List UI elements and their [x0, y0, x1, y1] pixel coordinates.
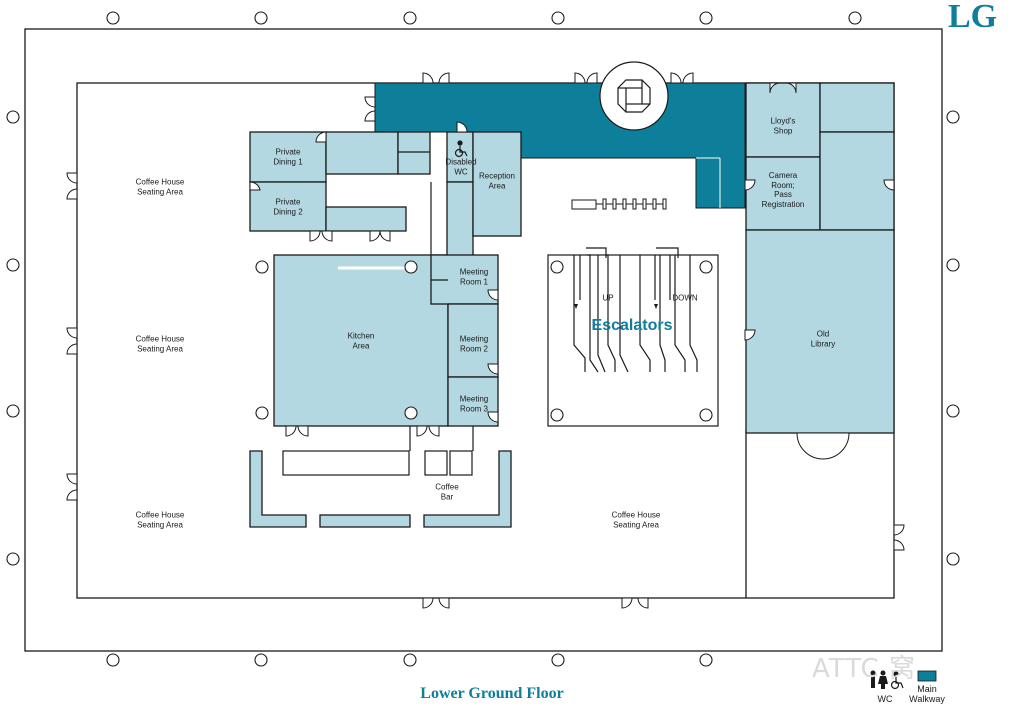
- legend-walkway-label: Main Walkway: [909, 684, 945, 704]
- column-icon: [550, 260, 564, 274]
- column-icon: [699, 408, 713, 422]
- legend-wc-label: WC: [877, 694, 893, 704]
- label-disabled-wc: Disabled WC: [445, 157, 477, 177]
- watermark: ATTC 窝: [812, 654, 916, 684]
- label-meeting-room-3: Meeting Room 3: [459, 394, 489, 414]
- bar-back-counter: [282, 450, 410, 476]
- label-reception-area: Reception Area: [478, 171, 516, 191]
- floor-title: Lower Ground Floor: [420, 685, 564, 702]
- label-meeting-room-2: Meeting Room 2: [459, 334, 489, 354]
- escalator-up-label: UP: [602, 293, 614, 303]
- room-east: [819, 131, 895, 231]
- label-camera-room: Camera Room; Pass Registration: [761, 171, 805, 209]
- escalators-title: Escalators: [591, 317, 673, 334]
- label-coffee-bar: Coffee Bar: [435, 482, 459, 502]
- label-coffee-house-3: Coffee House Seating Area: [135, 510, 185, 530]
- room-corridor-strip: [325, 206, 407, 232]
- door-icons: [66, 72, 905, 609]
- escalator-down-arrows: [574, 304, 658, 309]
- outer-boundary: [24, 28, 943, 652]
- coffee-bar-mid-counter: [319, 514, 411, 528]
- label-old-library: Old Library: [810, 329, 836, 349]
- label-security-search: Security Search Desk/Media Wall: [584, 172, 644, 192]
- toilet-figures-icon: [870, 670, 888, 689]
- coffee-bar-left-counter: [249, 450, 307, 528]
- label-private-dining-2: Private Dining 2: [273, 197, 303, 217]
- coffee-bar-right-counter: [423, 450, 512, 528]
- room-reception-area[interactable]: [472, 131, 522, 237]
- walkway-swatch-icon: [917, 670, 937, 682]
- room-service-2: [397, 131, 431, 175]
- revolving-door-icon: [599, 61, 669, 131]
- column-icon: [699, 260, 713, 274]
- escalator-block: [547, 247, 719, 427]
- room-private-dining-2[interactable]: [249, 181, 327, 232]
- bar-unit-2: [449, 450, 473, 476]
- label-lloyds-shop: Lloyd's Shop: [770, 116, 796, 136]
- floor-badge: LG: [948, 0, 998, 35]
- room-kitchen-area[interactable]: [273, 254, 449, 427]
- room-corridor-vertical: [446, 181, 474, 257]
- label-meeting-room-1: Meeting Room 1: [459, 267, 489, 287]
- bar-unit-1: [424, 450, 448, 476]
- security-gates: [571, 198, 667, 210]
- room-service-1: [325, 131, 399, 175]
- room-north-east: [819, 82, 895, 133]
- label-coffee-house-2: Coffee House Seating Area: [135, 334, 185, 354]
- room-lloyds-shop[interactable]: [745, 82, 821, 158]
- wheelchair-legend-icon: [890, 671, 904, 690]
- label-private-dining-1: Private Dining 1: [273, 147, 303, 167]
- escalator-down-label: DOWN: [672, 293, 698, 303]
- label-kitchen-area: Kitchen Area: [347, 331, 375, 351]
- label-coffee-house-4: Coffee House Seating Area: [611, 510, 661, 530]
- room-old-library[interactable]: [745, 229, 895, 434]
- label-coffee-house-1: Coffee House Seating Area: [135, 177, 185, 197]
- room-camera-room[interactable]: [745, 156, 821, 231]
- columns: [6, 11, 960, 667]
- wheelchair-icon: [454, 140, 468, 158]
- column-icon: [550, 408, 564, 422]
